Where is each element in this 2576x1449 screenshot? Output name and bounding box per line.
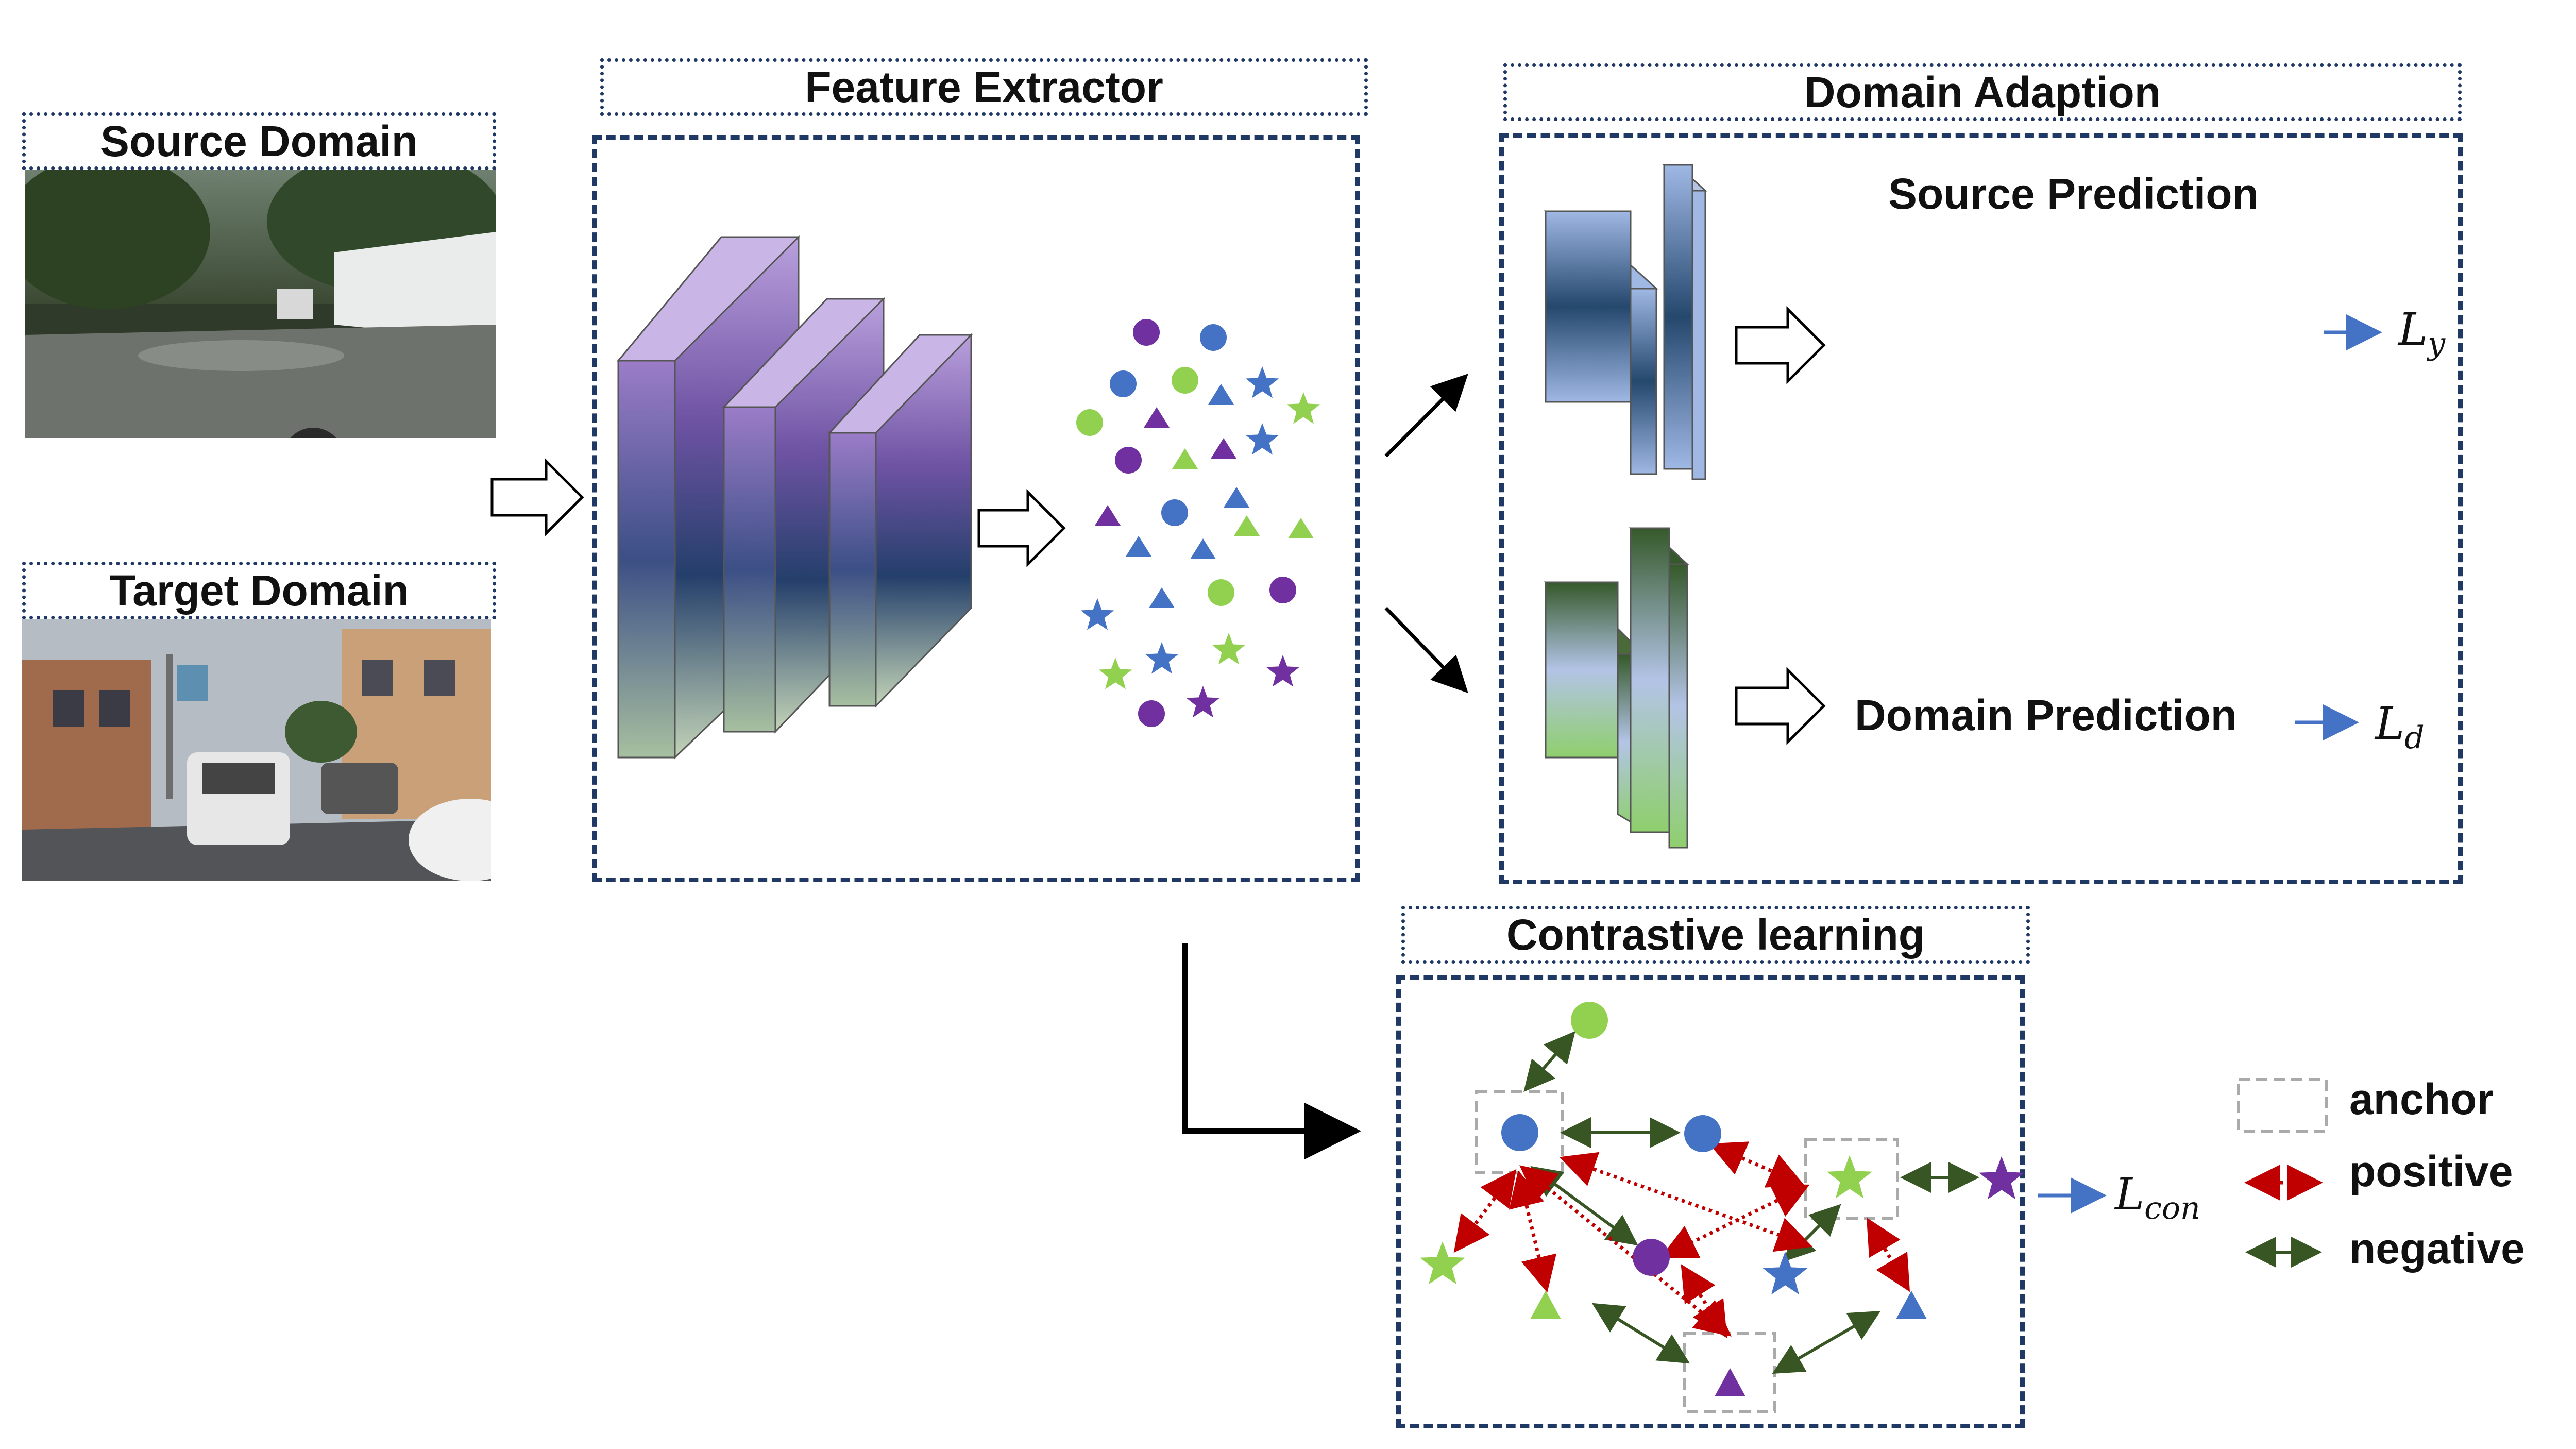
legend-anchor-label: anchor	[2349, 1075, 2494, 1123]
loss-y: Ly	[2398, 304, 2446, 362]
source-street-photo	[25, 170, 496, 438]
legend-negative-label: negative	[2349, 1224, 2525, 1273]
star-icon	[1762, 1252, 1808, 1295]
contrastive-input-arrow	[1182, 943, 1361, 1159]
star-icon	[1212, 633, 1246, 665]
star-icon	[1827, 1155, 1872, 1199]
domain-pred-hollow-arrow	[1735, 666, 1826, 746]
contrastive-graph	[1453, 1002, 1979, 1413]
legend-anchor-icon	[2237, 1078, 2328, 1133]
star-icon	[1286, 392, 1320, 424]
star-icon	[1266, 655, 1300, 687]
branch-arrow-top	[1384, 374, 1468, 458]
feature-scatter	[1076, 319, 1320, 727]
star-icon	[1145, 642, 1179, 674]
loss-con: Lcon	[2115, 1169, 2200, 1227]
target-street-photo	[22, 618, 491, 881]
legend-graphics	[2237, 1078, 2328, 1268]
features-hollow-arrow	[977, 488, 1066, 568]
input-hollow-arrow	[490, 458, 584, 537]
star-icon	[1420, 1241, 1465, 1285]
source-pred-hollow-arrow	[1735, 306, 1826, 385]
source-head-blocks	[1544, 164, 1707, 480]
star-icon	[1186, 686, 1220, 718]
star-icon	[1080, 598, 1114, 630]
domain-head-blocks	[1544, 527, 1689, 849]
domain-adaption-label: Domain Adaption	[1503, 63, 2462, 121]
star-icon	[1098, 658, 1132, 689]
target-domain-label: Target Domain	[22, 562, 496, 619]
contrastive-learning-label: Contrastive learning	[1401, 906, 2030, 964]
domain-prediction-label: Domain Prediction	[1855, 691, 2238, 739]
branch-arrow-bottom	[1384, 606, 1468, 694]
loss-d: Ld	[2375, 698, 2425, 756]
star-icon	[1245, 423, 1279, 455]
star-icon	[1979, 1156, 2024, 1200]
star-icon	[1245, 366, 1279, 398]
feature-extractor-blocks	[616, 235, 973, 760]
source-domain-label: Source Domain	[22, 112, 496, 170]
source-prediction-label: Source Prediction	[1888, 170, 2259, 218]
legend-positive-label: positive	[2349, 1147, 2513, 1195]
feature-extractor-label: Feature Extractor	[600, 58, 1368, 116]
